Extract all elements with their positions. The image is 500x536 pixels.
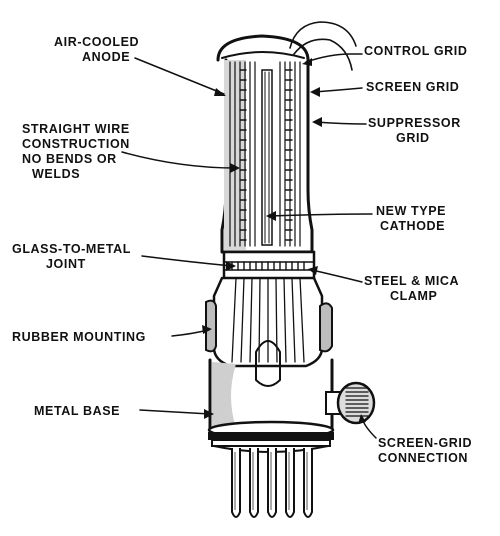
label-rubber-mounting-line-1: RUBBER MOUNTING bbox=[12, 330, 146, 344]
label-steel-mica-clamp: STEEL & MICA CLAMP bbox=[364, 274, 459, 304]
label-straight-wire-line-3: NO BENDS OR bbox=[22, 152, 117, 166]
metal-base bbox=[207, 358, 335, 453]
label-control-grid-line-1: CONTROL GRID bbox=[364, 44, 468, 58]
label-new-type-cathode-line-1: NEW TYPE bbox=[376, 204, 447, 218]
rubber-mounting bbox=[205, 299, 333, 353]
pin-5 bbox=[303, 448, 313, 518]
label-new-type-cathode: NEW TYPE CATHODE bbox=[376, 204, 446, 234]
label-screen-grid-line-1: SCREEN GRID bbox=[366, 80, 460, 94]
label-straight-wire: STRAIGHT WIRE CONSTRUCTION NO BENDS OR W… bbox=[22, 122, 130, 182]
leader-lines bbox=[121, 53, 377, 439]
pin-4 bbox=[285, 448, 295, 518]
label-straight-wire-line-1: STRAIGHT WIRE bbox=[22, 122, 130, 136]
screen-grid-connector bbox=[325, 381, 376, 425]
label-suppressor-grid: SUPPRESSOR GRID bbox=[368, 116, 461, 146]
label-straight-wire-line-4: WELDS bbox=[32, 167, 81, 181]
base-pins bbox=[231, 448, 313, 518]
label-steel-mica-clamp-line-1: STEEL & MICA bbox=[364, 274, 460, 288]
label-metal-base-line-1: METAL BASE bbox=[34, 404, 121, 418]
label-screen-grid-connection: SCREEN-GRID CONNECTION bbox=[378, 436, 472, 466]
label-glass-to-metal-line-1: GLASS-TO-METAL bbox=[12, 242, 132, 256]
label-screen-grid: SCREEN GRID bbox=[366, 80, 459, 95]
label-suppressor-grid-line-2: GRID bbox=[396, 131, 430, 145]
label-straight-wire-line-2: CONSTRUCTION bbox=[22, 137, 130, 151]
pin-3 bbox=[267, 448, 277, 518]
label-metal-base: METAL BASE bbox=[34, 404, 120, 419]
label-air-cooled-anode-line-2: ANODE bbox=[82, 50, 131, 64]
label-air-cooled-anode-line-1: AIR-COOLED bbox=[54, 35, 140, 49]
label-steel-mica-clamp-line-2: CLAMP bbox=[390, 289, 438, 303]
steel-mica-clamp bbox=[222, 250, 316, 280]
pin-2 bbox=[249, 448, 259, 518]
label-glass-to-metal-line-2: JOINT bbox=[46, 257, 86, 271]
top-grid-leads bbox=[289, 21, 357, 71]
label-air-cooled-anode: AIR-COOLED ANODE bbox=[54, 35, 139, 65]
label-control-grid: CONTROL GRID bbox=[364, 44, 468, 59]
label-screen-grid-connection-line-2: CONNECTION bbox=[378, 451, 469, 465]
pin-1 bbox=[231, 448, 241, 518]
anode-cylinder bbox=[216, 34, 314, 254]
label-rubber-mounting: RUBBER MOUNTING bbox=[12, 330, 146, 345]
label-suppressor-grid-line-1: SUPPRESSOR bbox=[368, 116, 461, 130]
label-new-type-cathode-line-2: CATHODE bbox=[380, 219, 446, 233]
label-glass-to-metal: GLASS-TO-METAL JOINT bbox=[12, 242, 131, 272]
label-screen-grid-connection-line-1: SCREEN-GRID bbox=[378, 436, 473, 450]
